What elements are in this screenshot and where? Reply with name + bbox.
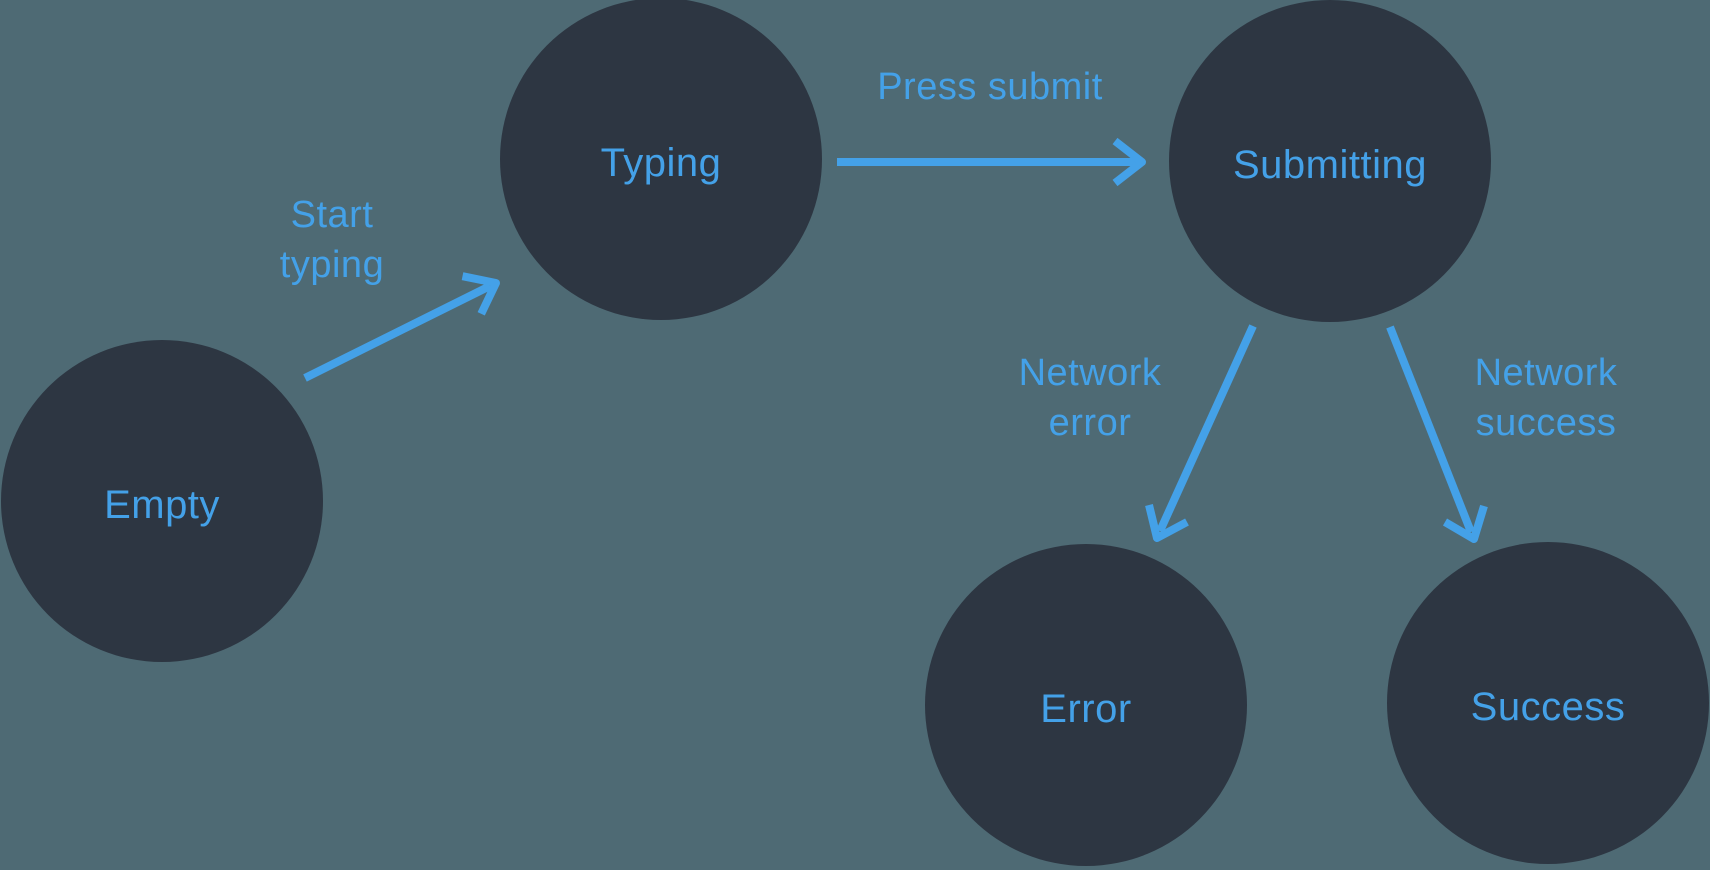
state-label-empty: Empty <box>104 482 220 527</box>
arrowhead-icon <box>1442 504 1488 543</box>
arrowhead-icon <box>1145 504 1189 542</box>
transition-label-network-success: Network success <box>1474 352 1618 444</box>
state-label-error: Error <box>1040 686 1132 731</box>
arrow-shaft <box>1156 324 1257 533</box>
arrowhead-icon <box>1112 137 1146 187</box>
state-node-empty: Empty <box>1 340 323 662</box>
transition-arrow-network-success <box>1386 325 1488 543</box>
arrowhead-icon <box>461 272 500 316</box>
arrow-shaft <box>303 282 492 382</box>
transition-arrow-start-typing <box>303 272 500 382</box>
state-node-error: Error <box>925 544 1247 866</box>
arrow-shaft <box>1386 325 1475 534</box>
state-label-submitting: Submitting <box>1233 142 1427 187</box>
state-node-typing: Typing <box>500 0 822 320</box>
state-label-typing: Typing <box>600 140 722 185</box>
transition-label-press-submit: Press submit <box>877 66 1103 108</box>
state-node-submitting: Submitting <box>1169 0 1491 322</box>
transition-label-start-typing: Start typing <box>279 194 385 286</box>
transition-arrow-network-error <box>1145 324 1257 542</box>
transition-label-network-error: Network error <box>1018 352 1162 444</box>
state-label-success: Success <box>1470 684 1626 729</box>
transition-arrow-press-submit <box>837 137 1146 187</box>
state-node-success: Success <box>1387 542 1709 864</box>
